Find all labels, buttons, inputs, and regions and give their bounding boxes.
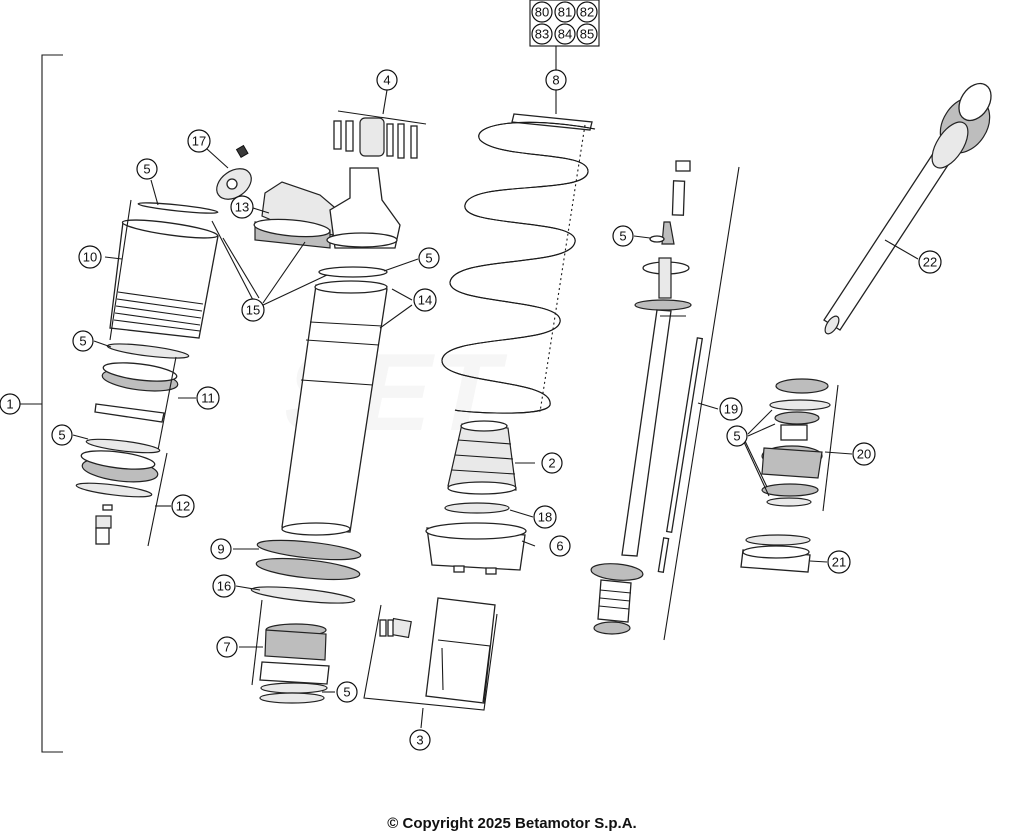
callout-3[interactable]: 3 <box>409 729 431 751</box>
copyright-notice: © Copyright 2025 Betamotor S.p.A. <box>387 815 637 832</box>
svg-text:18: 18 <box>538 510 552 525</box>
part-11-reservoir-piston <box>94 362 179 423</box>
callout-12[interactable]: 12 <box>171 494 195 518</box>
part-12-end-cap <box>75 450 159 545</box>
part-16-ring <box>250 586 356 604</box>
part-6-spring-seat <box>425 522 527 575</box>
callout-8[interactable]: 8 <box>545 69 567 91</box>
callout-22[interactable]: 22 <box>918 250 942 274</box>
oring-top-left <box>137 202 219 214</box>
callout-17[interactable]: 17 <box>187 129 211 153</box>
svg-text:81: 81 <box>558 5 572 20</box>
callout-7[interactable]: 7 <box>216 636 238 658</box>
svg-text:10: 10 <box>83 250 97 265</box>
callout-2[interactable]: 2 <box>541 452 563 474</box>
svg-text:11: 11 <box>201 391 215 406</box>
callout-1[interactable]: 1 <box>0 393 21 415</box>
leader-lines <box>72 46 919 729</box>
part-8-spring <box>441 113 596 414</box>
svg-text:19: 19 <box>724 402 738 417</box>
svg-text:80: 80 <box>535 5 549 20</box>
svg-text:21: 21 <box>832 555 846 570</box>
svg-text:2: 2 <box>548 456 555 471</box>
part-21-ring <box>740 534 811 573</box>
svg-text:15: 15 <box>246 303 260 318</box>
svg-text:5: 5 <box>143 162 150 177</box>
callout-9[interactable]: 9 <box>210 538 232 560</box>
svg-text:85: 85 <box>580 27 594 42</box>
part-18-washer <box>444 502 510 514</box>
svg-text:14: 14 <box>418 293 432 308</box>
callout-14[interactable]: 14 <box>413 288 437 312</box>
svg-text:4: 4 <box>383 73 390 88</box>
callout-16[interactable]: 16 <box>212 574 236 598</box>
callout-5-f[interactable]: 5 <box>612 225 634 247</box>
callout-18[interactable]: 18 <box>533 505 557 529</box>
callout-5-d[interactable]: 5 <box>51 424 73 446</box>
part-3-clevis <box>379 597 496 704</box>
svg-text:8: 8 <box>552 73 559 88</box>
callout-21[interactable]: 21 <box>827 550 851 574</box>
part-10-reservoir <box>109 219 219 339</box>
svg-text:5: 5 <box>343 685 350 700</box>
svg-text:17: 17 <box>192 134 206 149</box>
svg-text:5: 5 <box>58 428 65 443</box>
callout-6[interactable]: 6 <box>549 535 571 557</box>
svg-text:9: 9 <box>217 542 224 557</box>
part-14-shock-body <box>281 280 388 536</box>
part-19-shaft-assembly <box>590 160 704 635</box>
callout-5-a[interactable]: 5 <box>136 158 158 180</box>
svg-text:1: 1 <box>6 397 13 412</box>
svg-text:13: 13 <box>235 200 249 215</box>
svg-text:20: 20 <box>857 447 871 462</box>
svg-text:5: 5 <box>733 429 740 444</box>
callout-5-g[interactable]: 5 <box>726 425 748 447</box>
svg-text:5: 5 <box>425 251 432 266</box>
callout-5-b[interactable]: 5 <box>418 247 440 269</box>
callout-11[interactable]: 11 <box>196 386 220 410</box>
callout-10[interactable]: 10 <box>78 245 102 269</box>
part-7-bottom-out <box>259 623 330 704</box>
part-22-shaft <box>823 82 992 335</box>
part-9-preload-nuts <box>255 539 362 581</box>
svg-text:5: 5 <box>79 334 86 349</box>
svg-text:5: 5 <box>619 229 626 244</box>
svg-text:12: 12 <box>176 499 190 514</box>
callout-5-e[interactable]: 5 <box>336 681 358 703</box>
svg-text:16: 16 <box>217 579 231 594</box>
part-4-bushings <box>333 110 427 159</box>
svg-text:84: 84 <box>558 27 572 42</box>
svg-text:82: 82 <box>580 5 594 20</box>
callout-13[interactable]: 13 <box>230 195 254 219</box>
part-13-shock-head <box>253 167 401 249</box>
callout-20[interactable]: 20 <box>852 442 876 466</box>
callout-5-c[interactable]: 5 <box>72 330 94 352</box>
svg-text:3: 3 <box>416 733 423 748</box>
callout-19[interactable]: 19 <box>719 397 743 421</box>
callout-4[interactable]: 4 <box>376 69 398 91</box>
callout-15[interactable]: 15 <box>241 298 265 322</box>
svg-text:6: 6 <box>556 539 563 554</box>
part-20-valve-stack <box>761 378 831 507</box>
kit-number-box: 80 81 82 83 84 85 <box>529 0 600 47</box>
bracket-part-1 <box>41 54 63 753</box>
svg-text:7: 7 <box>223 640 230 655</box>
part-17-cap <box>216 144 252 200</box>
svg-text:83: 83 <box>535 27 549 42</box>
part-2-bump-stop <box>447 420 517 495</box>
svg-text:22: 22 <box>923 255 937 270</box>
